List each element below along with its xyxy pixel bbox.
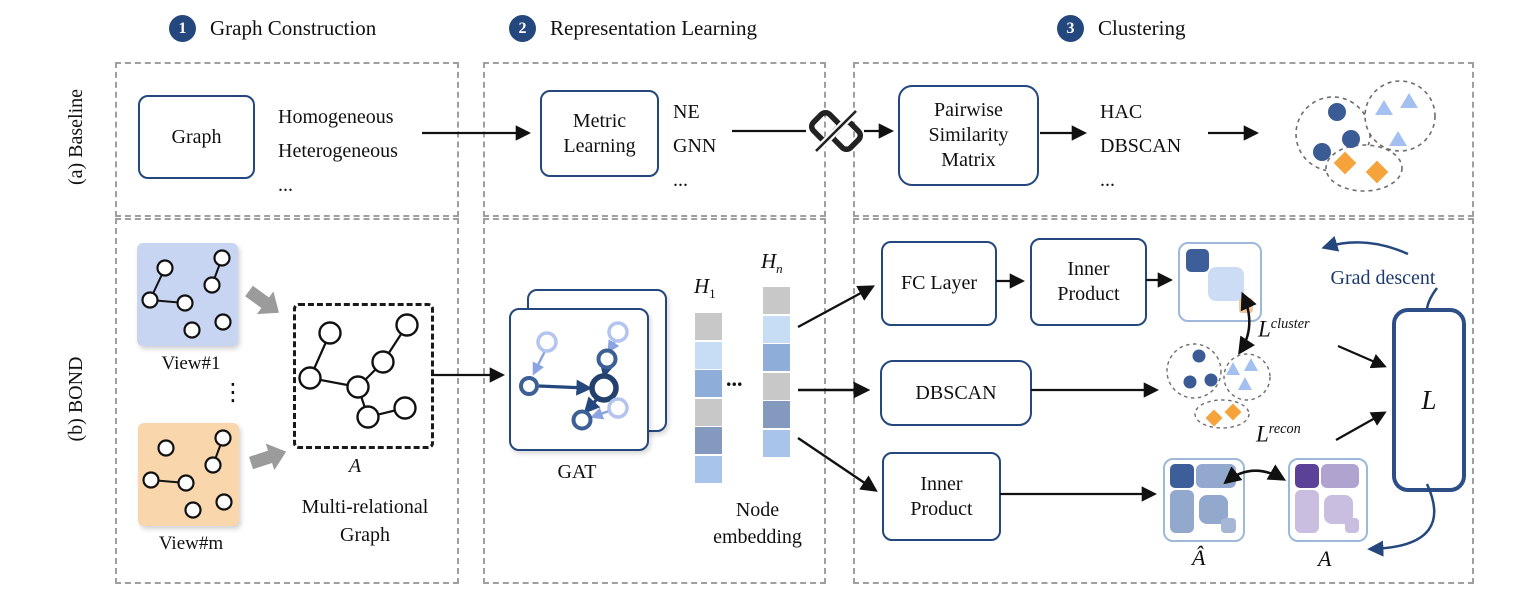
row-label-bond: (b) BOND bbox=[65, 356, 87, 442]
gat-label: GAT bbox=[557, 461, 597, 483]
panel-bond-graph-construction bbox=[115, 218, 459, 584]
grad-descent-label: Grad descent bbox=[1330, 267, 1436, 289]
panel-bond-clustering bbox=[853, 218, 1474, 584]
inner-product-box-2: Inner Product bbox=[882, 452, 1001, 541]
step-badge-3: 3 bbox=[1057, 15, 1084, 42]
graph-box: Graph bbox=[138, 95, 255, 179]
view1-square bbox=[137, 243, 238, 346]
dbscan-box: DBSCAN bbox=[880, 360, 1032, 426]
step-badge-2: 2 bbox=[509, 15, 536, 42]
hn-label: Hn bbox=[761, 249, 783, 277]
view1-label: View#1 bbox=[161, 353, 221, 374]
a-hat-matrix bbox=[1163, 458, 1245, 542]
adjacency-label: A bbox=[348, 455, 362, 477]
l-recon-label: Lrecon bbox=[1256, 421, 1301, 447]
h1-label: H1 bbox=[694, 274, 716, 302]
a-matrix bbox=[1288, 458, 1368, 542]
step-title-3: Clustering bbox=[1098, 16, 1186, 40]
fc-layer-box: FC Layer bbox=[881, 241, 997, 326]
step-title-1: Graph Construction bbox=[210, 16, 377, 40]
step-title-2: Representation Learning bbox=[550, 16, 758, 40]
view-ellipsis: ⋮ bbox=[221, 378, 245, 406]
metric-learning-box: Metric Learning bbox=[540, 90, 659, 177]
a-hat-label: Â bbox=[1192, 545, 1206, 570]
l-cluster-label: Lcluster bbox=[1258, 316, 1310, 342]
pairwise-similarity-box: Pairwise Similarity Matrix bbox=[898, 85, 1039, 186]
embed-methods-list: NE GNN ... bbox=[673, 101, 717, 191]
hn-column bbox=[763, 287, 790, 458]
multirelational-graph-box bbox=[293, 303, 434, 449]
loss-box: L bbox=[1392, 308, 1466, 492]
panel-baseline-graph-construction bbox=[115, 62, 459, 217]
cluster-matrix bbox=[1178, 242, 1262, 322]
row-label-baseline: (a) Baseline bbox=[65, 88, 87, 186]
h1-column bbox=[695, 313, 722, 484]
cluster-algos-list: HAC DBSCAN ... bbox=[1100, 101, 1182, 191]
multirelational-caption: Multi-relational Graph bbox=[301, 496, 429, 546]
gat-box-front bbox=[509, 308, 649, 451]
inner-product-box-1: Inner Product bbox=[1030, 238, 1147, 326]
node-embedding-caption: Node embedding bbox=[713, 499, 802, 548]
step-badge-1: 1 bbox=[169, 15, 196, 42]
graph-types-list: Homogeneous Heterogeneous ... bbox=[278, 106, 398, 196]
panel-bond-representation bbox=[483, 218, 826, 584]
viewm-square bbox=[138, 423, 239, 526]
viewm-label: View#m bbox=[158, 533, 224, 554]
h-ellipsis: ... bbox=[726, 366, 743, 391]
a-label: A bbox=[1318, 546, 1332, 571]
